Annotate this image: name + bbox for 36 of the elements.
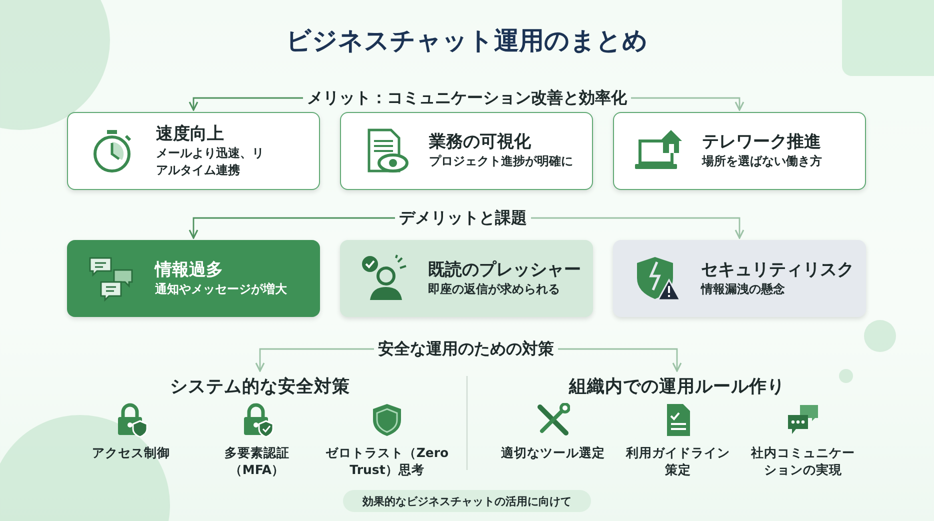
section-heading: 安全な運用のための対策 bbox=[374, 337, 558, 361]
arrow bbox=[255, 348, 374, 372]
card-title: 既読のプレッシャー bbox=[428, 258, 582, 281]
card-description: 情報漏洩の懸念 bbox=[701, 280, 786, 298]
card-title: 情報過多 bbox=[155, 258, 224, 281]
card-description: プロジェクト進捗が明確に bbox=[429, 153, 574, 170]
section-heading: デメリットと課題 bbox=[395, 206, 531, 230]
arrow bbox=[558, 348, 682, 372]
card-description: 場所を選ばない働き方 bbox=[702, 153, 823, 170]
card-title: 速度向上 bbox=[156, 122, 225, 145]
merit-card bbox=[67, 112, 320, 190]
item-label: アクセス制御 bbox=[91, 445, 171, 462]
title: ビジネスチャット運用のまとめ bbox=[285, 25, 649, 57]
item-label: 適切なツール選定 bbox=[500, 445, 606, 462]
issue-card bbox=[340, 240, 593, 317]
item-label: 多要素認証（MFA） bbox=[224, 445, 290, 479]
footer-pill: 効果的なビジネスチャットの活用に向けて bbox=[343, 490, 591, 512]
section-heading: メリット：コミュニケーション改善と効率化 bbox=[303, 86, 631, 110]
issue-card bbox=[613, 240, 866, 317]
card-title: テレワーク推進 bbox=[702, 131, 822, 154]
card-description: メールより迅速、リアルタイム連携 bbox=[156, 144, 265, 180]
item-label: 社内コミュニケーションの実現 bbox=[750, 445, 856, 479]
arrow bbox=[531, 217, 744, 239]
arrow bbox=[188, 97, 303, 111]
group-heading: システム的な安全対策 bbox=[160, 373, 360, 399]
merit-card bbox=[613, 112, 866, 190]
card-title: セキュリティリスク bbox=[701, 258, 855, 281]
card-description: 通知やメッセージが増大 bbox=[155, 280, 288, 298]
card-description: 即座の返信が求められる bbox=[428, 280, 561, 298]
issue-card bbox=[67, 240, 320, 317]
merit-card bbox=[340, 112, 593, 190]
arrow bbox=[188, 217, 395, 239]
item-label: 利用ガイドライン策定 bbox=[624, 445, 731, 479]
card-title: 業務の可視化 bbox=[429, 131, 532, 154]
arrow bbox=[631, 97, 744, 111]
item-label: ゼロトラスト（Zero Trust）思考 bbox=[324, 445, 450, 479]
